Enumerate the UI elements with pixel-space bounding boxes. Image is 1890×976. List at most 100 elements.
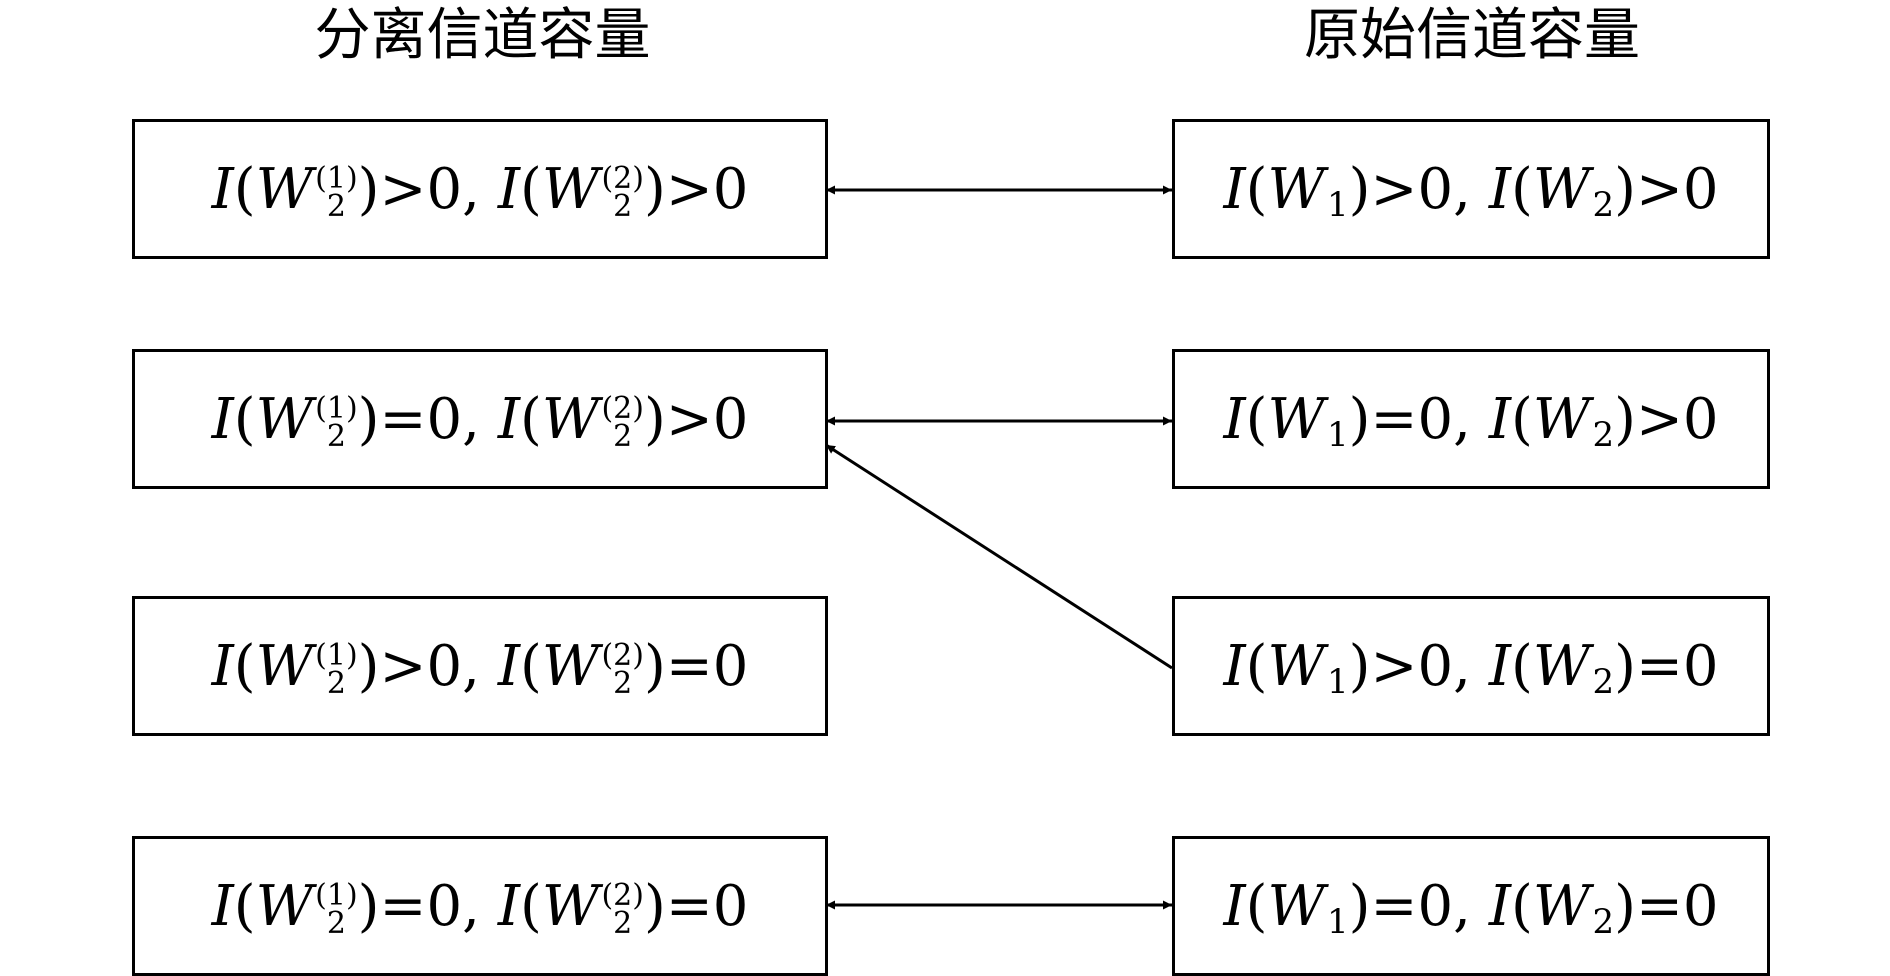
channel-symbol: W bbox=[255, 156, 314, 222]
paren-open: ( bbox=[233, 386, 256, 452]
channel-symbol: W bbox=[541, 156, 600, 222]
separator: , bbox=[462, 633, 480, 699]
second-condition: =0 bbox=[1635, 873, 1719, 939]
channel-symbol: W bbox=[541, 633, 600, 699]
paren-open: ( bbox=[1245, 873, 1268, 939]
channel-index: (1)2 bbox=[315, 878, 358, 941]
left-row-2-box: I(W(1)2)=0,I(W(2)2)>0 bbox=[132, 349, 828, 489]
channel-index: (2)2 bbox=[601, 638, 644, 701]
channel-index: 1 bbox=[1327, 415, 1349, 455]
separator: , bbox=[1453, 386, 1471, 452]
paren-close: ) bbox=[1348, 156, 1371, 222]
paren-open: ( bbox=[520, 156, 542, 222]
separator: , bbox=[462, 156, 480, 222]
info-symbol: I bbox=[1223, 386, 1246, 452]
channel-index: (2)2 bbox=[601, 391, 644, 454]
paren-close: ) bbox=[1614, 873, 1636, 939]
channel-index: 2 bbox=[1592, 662, 1615, 702]
info-symbol: I bbox=[1488, 633, 1512, 699]
left-row-3-box: I(W(1)2)>0,I(W(2)2)=0 bbox=[132, 596, 828, 736]
paren-close: ) bbox=[357, 386, 380, 452]
channel-symbol: W bbox=[255, 386, 314, 452]
first-condition: >0 bbox=[379, 156, 463, 222]
paren-close: ) bbox=[1614, 386, 1636, 452]
paren-close: ) bbox=[643, 156, 666, 222]
second-condition: =0 bbox=[1635, 633, 1719, 699]
paren-close: ) bbox=[1348, 386, 1371, 452]
second-condition: =0 bbox=[665, 633, 749, 699]
info-symbol: I bbox=[1223, 156, 1246, 222]
info-symbol: I bbox=[211, 386, 234, 452]
separator: , bbox=[1453, 156, 1471, 222]
second-condition: >0 bbox=[665, 386, 749, 452]
info-symbol: I bbox=[1488, 156, 1512, 222]
left-row-4-box: I(W(1)2)=0,I(W(2)2)=0 bbox=[132, 836, 828, 976]
channel-index: (1)2 bbox=[315, 391, 358, 454]
second-condition: >0 bbox=[1635, 156, 1719, 222]
channel-symbol: W bbox=[1267, 156, 1326, 222]
channel-index: (2)2 bbox=[601, 161, 644, 224]
paren-close: ) bbox=[357, 633, 380, 699]
second-condition: >0 bbox=[1635, 386, 1719, 452]
channel-symbol: W bbox=[1267, 873, 1326, 939]
channel-symbol: W bbox=[255, 873, 314, 939]
info-symbol: I bbox=[497, 873, 521, 939]
left-row-1-box: I(W(1)2)>0,I(W(2)2)>0 bbox=[132, 119, 828, 259]
paren-close: ) bbox=[643, 633, 666, 699]
info-symbol: I bbox=[497, 386, 521, 452]
separator: , bbox=[1453, 633, 1471, 699]
channel-index: (2)2 bbox=[601, 878, 644, 941]
paren-close: ) bbox=[643, 873, 666, 939]
left-column-title: 分离信道容量 bbox=[314, 3, 651, 68]
link-row-3-to-row-2-arrow bbox=[825, 443, 1173, 670]
first-condition: =0 bbox=[379, 386, 463, 452]
paren-open: ( bbox=[520, 873, 542, 939]
paren-open: ( bbox=[1245, 156, 1268, 222]
separator: , bbox=[462, 873, 480, 939]
channel-index: (1)2 bbox=[315, 161, 358, 224]
channel-symbol: W bbox=[255, 633, 314, 699]
channel-symbol: W bbox=[541, 386, 600, 452]
paren-open: ( bbox=[1245, 633, 1268, 699]
right-column-title: 原始信道容量 bbox=[1304, 3, 1640, 68]
channel-index: 2 bbox=[1592, 902, 1615, 942]
paren-close: ) bbox=[1614, 633, 1636, 699]
channel-index: 1 bbox=[1327, 902, 1349, 942]
paren-close: ) bbox=[1614, 156, 1636, 222]
second-condition: >0 bbox=[665, 156, 749, 222]
paren-close: ) bbox=[1348, 873, 1371, 939]
paren-close: ) bbox=[357, 156, 380, 222]
paren-open: ( bbox=[1511, 873, 1533, 939]
channel-symbol: W bbox=[1267, 633, 1326, 699]
paren-open: ( bbox=[1511, 386, 1533, 452]
paren-close: ) bbox=[643, 386, 666, 452]
paren-open: ( bbox=[233, 156, 256, 222]
separator: , bbox=[462, 386, 480, 452]
channel-index: 2 bbox=[1592, 415, 1615, 455]
channel-symbol: W bbox=[1267, 386, 1326, 452]
channel-index: 1 bbox=[1327, 662, 1349, 702]
first-condition: =0 bbox=[1370, 386, 1454, 452]
info-symbol: I bbox=[497, 156, 521, 222]
second-condition: =0 bbox=[665, 873, 749, 939]
channel-symbol: W bbox=[1532, 873, 1591, 939]
channel-symbol: W bbox=[1532, 156, 1591, 222]
channel-index: 1 bbox=[1327, 185, 1349, 225]
channel-symbol: W bbox=[541, 873, 600, 939]
first-condition: >0 bbox=[1370, 156, 1454, 222]
paren-open: ( bbox=[520, 386, 542, 452]
channel-index: 2 bbox=[1592, 185, 1615, 225]
paren-open: ( bbox=[1511, 156, 1533, 222]
first-condition: =0 bbox=[1370, 873, 1454, 939]
first-condition: =0 bbox=[379, 873, 463, 939]
paren-open: ( bbox=[1511, 633, 1533, 699]
paren-close: ) bbox=[1348, 633, 1371, 699]
paren-open: ( bbox=[1245, 386, 1268, 452]
info-symbol: I bbox=[1488, 873, 1512, 939]
channel-index: (1)2 bbox=[315, 638, 358, 701]
info-symbol: I bbox=[211, 156, 234, 222]
